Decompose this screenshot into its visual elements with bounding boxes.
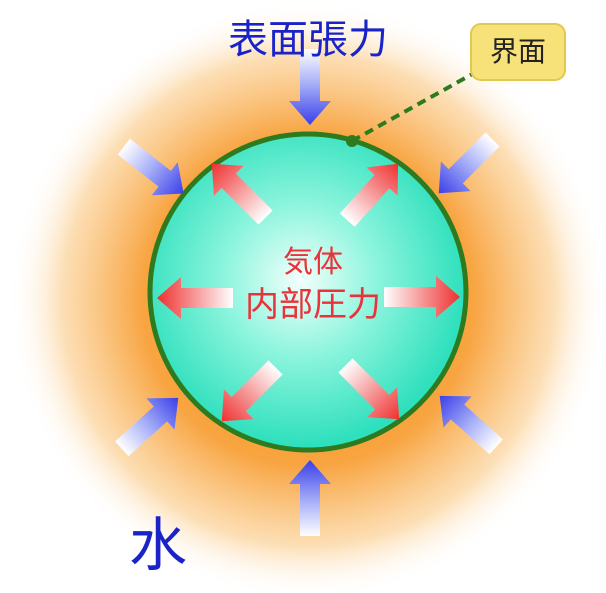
- gas-bubble: [147, 131, 469, 453]
- water-label: 水: [129, 511, 187, 579]
- gas-label: 気体: [283, 245, 343, 280]
- interface-label: 界面: [490, 35, 546, 68]
- interface-point: [346, 135, 358, 147]
- internal-pressure-label: 内部圧力: [245, 285, 381, 325]
- interface-label-box: [470, 23, 566, 81]
- interface-leader-line: [351, 65, 486, 143]
- surface-tension-label: 表面張力: [228, 17, 388, 63]
